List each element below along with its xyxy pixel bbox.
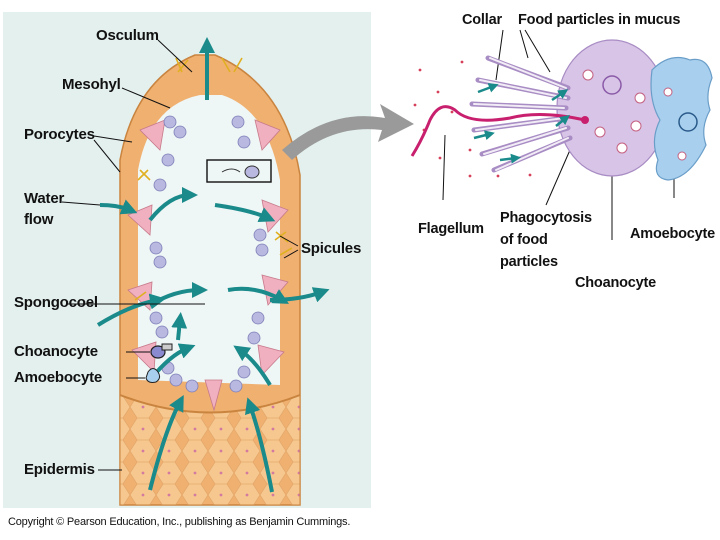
label-osculum: Osculum <box>96 27 159 44</box>
label-amoebocyte: Amoebocyte <box>14 369 102 386</box>
label-mesohyl: Mesohyl <box>62 76 121 93</box>
choanocyte-detail <box>412 40 712 180</box>
copyright-text: Copyright © Pearson Education, Inc., pub… <box>8 516 350 528</box>
label-spicules: Spicules <box>301 240 361 257</box>
label-food-particles: Food particles in mucus <box>518 12 680 28</box>
label-flagellum: Flagellum <box>418 221 484 237</box>
label-phagocytosis-1: Phagocytosis <box>500 210 592 226</box>
label-phagocytosis-3: particles <box>500 254 558 270</box>
label-choanocyte-detail: Choanocyte <box>575 275 656 291</box>
label-spongocoel: Spongocoel <box>14 294 98 311</box>
label-collar: Collar <box>462 12 502 28</box>
label-epidermis: Epidermis <box>24 461 95 478</box>
label-water-flow-2: flow <box>24 211 54 228</box>
label-water-flow-1: Water <box>24 190 64 207</box>
label-amoebocyte-detail: Amoebocyte <box>630 226 715 242</box>
label-porocytes: Porocytes <box>24 126 95 143</box>
label-phagocytosis-2: of food <box>500 232 548 248</box>
label-choanocyte: Choanocyte <box>14 343 98 360</box>
